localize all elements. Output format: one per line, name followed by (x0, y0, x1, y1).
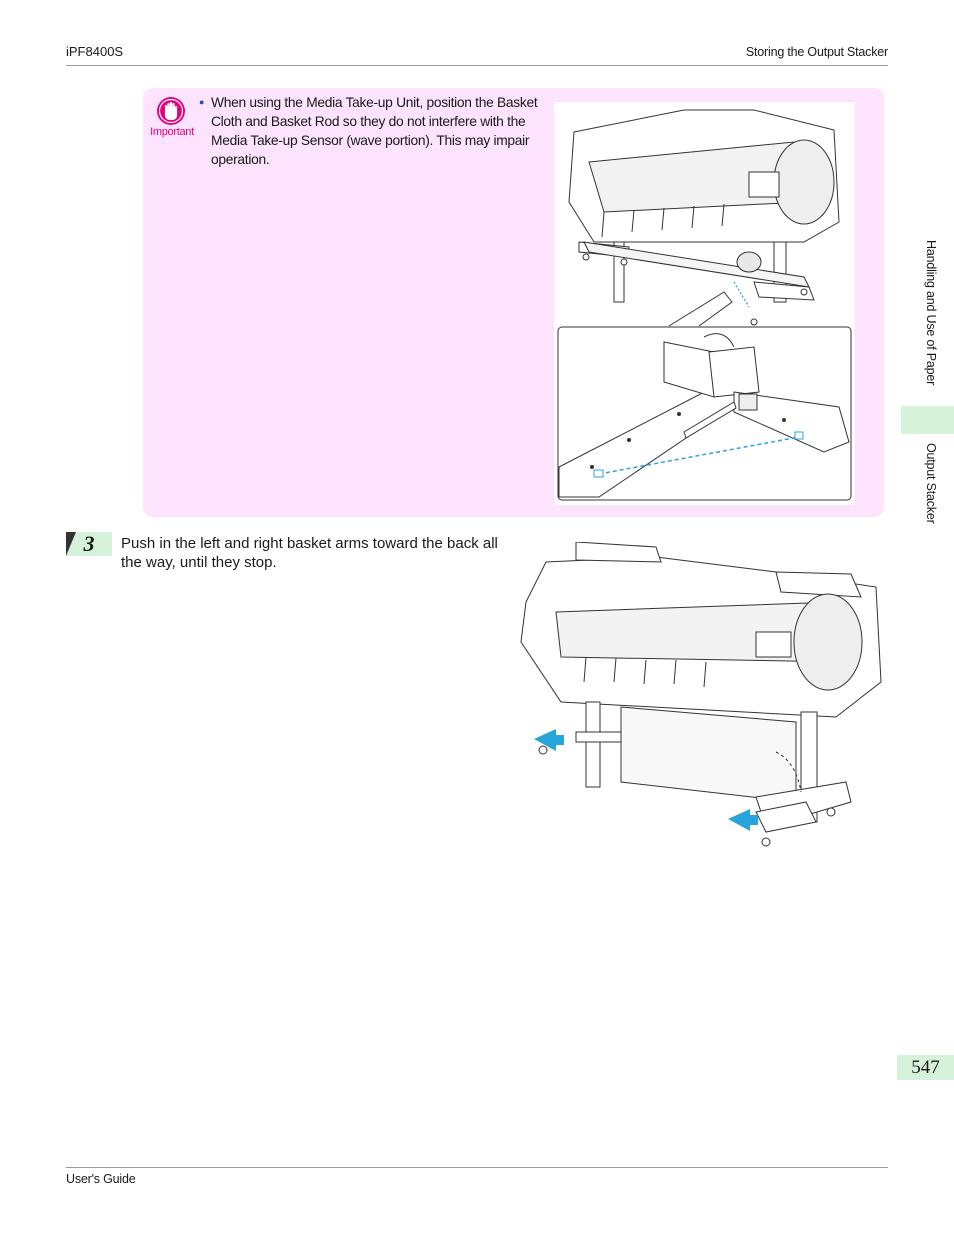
page-number: 547 (911, 1057, 940, 1078)
step-number: 3 (83, 531, 95, 556)
important-text: When using the Media Take-up Unit, posit… (211, 95, 538, 167)
header-section-title: Storing the Output Stacker (745, 45, 888, 59)
step-text: Push in the left and right basket arms t… (121, 535, 498, 571)
side-tab-section: Output Stacker (924, 443, 938, 524)
header-model: iPF8400S (66, 44, 124, 59)
footer-guide-title: User's Guide (66, 1172, 136, 1186)
printer-sensor-illustration (554, 102, 855, 505)
step-number-tab (66, 532, 112, 556)
footer-rule (66, 1167, 888, 1168)
bullet-icon: ● (199, 97, 205, 107)
side-tab-chapter: Handling and Use of Paper (924, 240, 938, 386)
header-rule (66, 65, 888, 66)
side-tab-highlight (901, 406, 954, 434)
printer-basket-arms-illustration (520, 542, 882, 847)
important-label: Important (150, 126, 194, 138)
important-hand-icon (157, 97, 185, 125)
page-number-tab (897, 1055, 954, 1080)
